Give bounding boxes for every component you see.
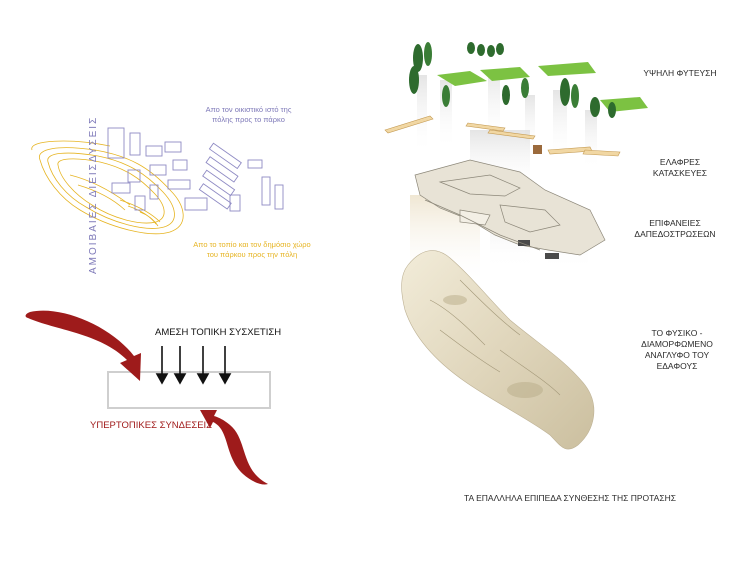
- high-planting-layer: [409, 42, 648, 118]
- light-structures-layer: [384, 115, 621, 157]
- city-fabric-blocks: [107, 127, 284, 212]
- layer-light-structures-label: ΕΛΑΦΡΕΣ ΚΑΤΑΣΚΕΥΕΣ: [652, 157, 708, 178]
- connection-box: [107, 371, 271, 409]
- landscape-contours: [31, 140, 184, 235]
- vertical-title: ΑΜΟΙΒΑΙΕΣ ΔΙΕΙΣΔΥΣΕΙΣ: [88, 115, 99, 274]
- layer-terrain-label: ΤΟ ΦΥΣΙΚΟ - ΔΙΑΜΟΡΦΩΜΕΝΟ ΑΝΑΓΛΥΦΟ ΤΟΥ ΕΔ…: [641, 328, 713, 371]
- local-arrows: [155, 346, 232, 385]
- terrain-layer: [401, 250, 595, 450]
- layer-paving-label: ΕΠΙΦΑΝΕΙΕΣ ΔΑΠΕΔΟΣΤΡΩΣΕΩΝ: [634, 218, 716, 239]
- main-caption: ΤΑ ΕΠΑΛΛΗΛΑ ΕΠΙΠΕΔΑ ΣΥΝΘΕΣΗΣ ΤΗΣ ΠΡΟΤΑΣΗ…: [464, 493, 676, 503]
- red-arrow-incoming: [25, 310, 141, 381]
- supra-local-label: ΥΠΕΡΤΟΠΙΚΕΣ ΣΥΝΔΕΣΕΙΣ: [90, 420, 213, 431]
- purple-note: Απο τον οικιστικό ιστό της πόλης προς το…: [205, 105, 292, 124]
- red-arrow-outgoing: [200, 410, 268, 485]
- layer-high-planting-label: ΥΨΗΛΗ ΦΥΤΕΥΣΗ: [643, 68, 717, 78]
- local-relation-label: ΑΜΕΣΗ ΤΟΠΙΚΗ ΣΥΣΧΕΤΙΣΗ: [155, 327, 282, 338]
- paving-surfaces-layer: [414, 159, 606, 259]
- yellow-note: Απο το τοπίο και τον δημόσιο χώρο του πά…: [193, 240, 311, 259]
